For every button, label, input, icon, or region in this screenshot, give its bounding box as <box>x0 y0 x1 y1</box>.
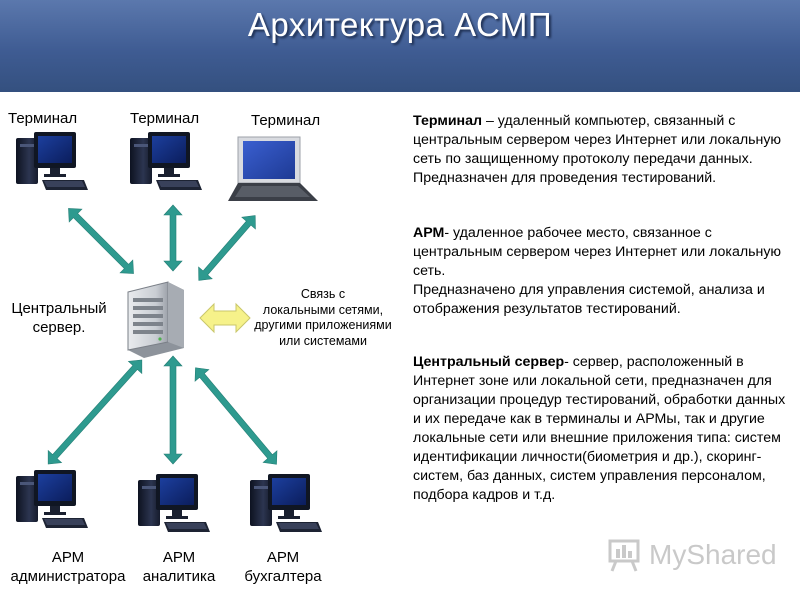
arm-accountant-label: АРМ бухгалтера <box>244 549 322 585</box>
arrow-terminal-2 <box>163 204 183 272</box>
arm-administrator-label: АРМ администратора <box>10 549 126 585</box>
arrow-arm-3 <box>194 367 278 465</box>
terminal-term: Терминал <box>413 113 483 129</box>
terminal-label-2: Терминал <box>130 110 200 127</box>
external-link-double-arrow <box>199 302 251 334</box>
arm-definition: - удаленное рабочее место, связанное с ц… <box>413 225 782 279</box>
arm-accountant-icon <box>250 474 322 532</box>
central-server-icon <box>127 281 184 358</box>
terminal-label-3: Терминал <box>251 112 321 129</box>
logo-text: MyShared <box>649 539 777 570</box>
arm-term: АРМ <box>413 225 445 241</box>
arrow-terminal-3 <box>198 215 256 281</box>
arm-description: АРМ- удаленное рабочее место, связанное … <box>413 224 793 319</box>
myshared-logo: MyShared <box>606 537 777 573</box>
terminal-desktop-icon-1 <box>16 132 88 190</box>
arrow-arm-2 <box>163 355 183 465</box>
presentation-board-icon <box>608 539 640 572</box>
central-server-label: Центральный сервер. <box>11 300 107 336</box>
terminal-description: Терминал – удаленный компьютер, связанны… <box>413 112 793 188</box>
server-term: Центральный сервер <box>413 354 565 370</box>
terminal-desktop-icon-2 <box>130 132 202 190</box>
arm-administrator-icon <box>16 470 88 528</box>
page-title: Архитектура АСМП <box>247 6 553 43</box>
title-banner: Архитектура АСМП <box>0 0 800 92</box>
terminal-laptop-icon <box>228 136 318 201</box>
terminal-label-1: Терминал <box>8 110 78 127</box>
architecture-diagram <box>16 132 322 532</box>
arm-analyst-label: АРМ аналитика <box>142 549 216 585</box>
arm-purpose: Предназначено для управления системой, а… <box>413 282 765 317</box>
arm-analyst-icon <box>138 474 210 532</box>
server-description: Центральный сервер- сервер, расположенны… <box>413 353 793 505</box>
arrow-terminal-1 <box>68 208 134 274</box>
external-link-label: Связь с локальными сетями, другими прило… <box>254 287 392 348</box>
terminal-definition: – удаленный компьютер, связанный с центр… <box>413 113 782 186</box>
server-definition: - сервер, расположенный в Интернет зоне … <box>413 354 786 503</box>
arrow-arm-1 <box>47 359 143 465</box>
